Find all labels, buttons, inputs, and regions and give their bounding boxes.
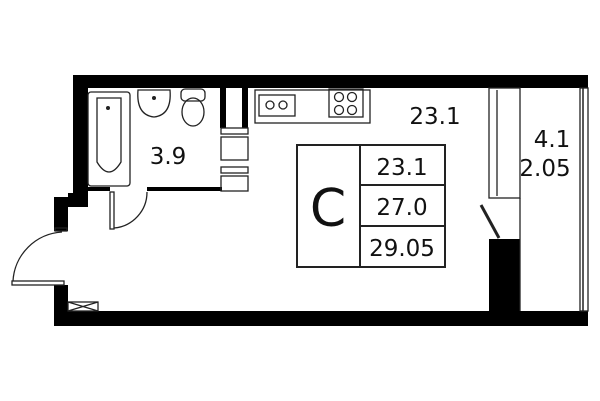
area-summary-box: C 23.1 27.0 29.05 bbox=[296, 144, 446, 268]
ventilation-icon bbox=[67, 301, 99, 312]
closet bbox=[220, 127, 249, 192]
main-room-area: 23.1 bbox=[409, 104, 460, 130]
stove-icon bbox=[328, 88, 364, 118]
kitchen-counter bbox=[254, 89, 371, 124]
apartment-type: C bbox=[310, 179, 346, 239]
entrance-door[interactable] bbox=[11, 227, 68, 286]
walls bbox=[54, 75, 588, 326]
balcony-reduced-area: 2.05 bbox=[519, 156, 570, 182]
bathroom-area: 3.9 bbox=[150, 144, 187, 170]
toilet-icon bbox=[180, 88, 206, 127]
balcony-area: 4.1 bbox=[534, 127, 571, 153]
living-area: 23.1 bbox=[376, 155, 427, 181]
balcony bbox=[479, 87, 589, 312]
total-area-with-balcony: 29.05 bbox=[369, 236, 435, 262]
bathroom-door[interactable] bbox=[109, 191, 148, 230]
bathtub-icon bbox=[87, 91, 131, 187]
total-area: 27.0 bbox=[376, 195, 427, 221]
sink-icon bbox=[137, 89, 171, 118]
